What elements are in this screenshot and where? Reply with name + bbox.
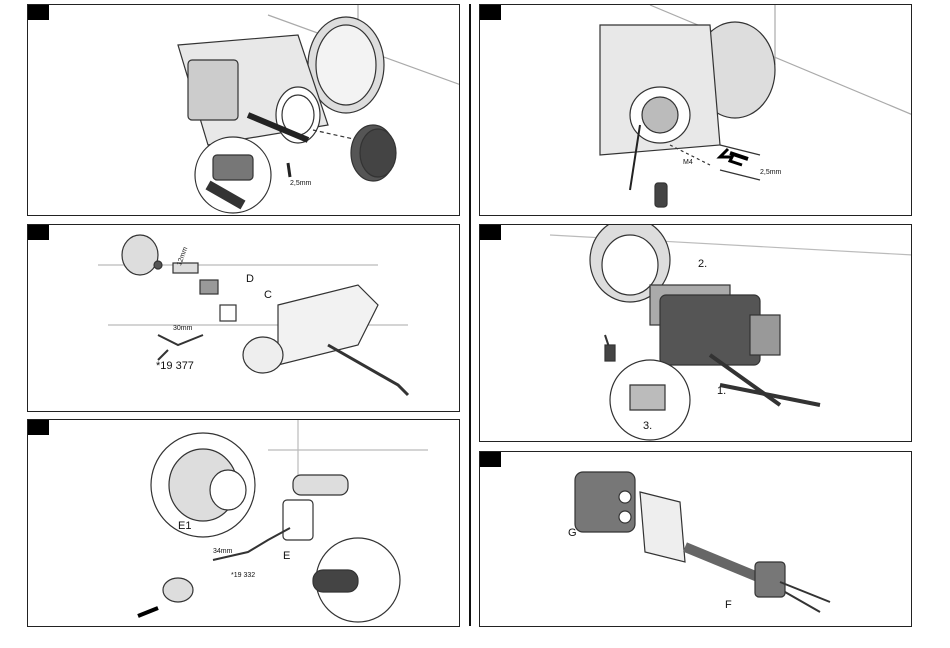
label-part-e: E <box>283 550 290 562</box>
label-tool-number: *19 332 <box>231 572 255 579</box>
illustration-remove-valve <box>28 225 460 412</box>
label-part-e1: E1 <box>178 520 191 532</box>
illustration-disconnect-cable <box>480 225 912 442</box>
panel-step-3: 12mm D C 30mm *19 377 <box>27 224 460 412</box>
center-divider <box>469 4 471 626</box>
label-part-f: F <box>725 599 732 611</box>
label-hex-size: 2,5mm <box>760 169 781 176</box>
panel-step-4: 2. 1. 3. <box>479 224 912 442</box>
label-hex-size: 2,5mm <box>290 180 311 187</box>
label-wrench-size: 34mm <box>213 548 232 555</box>
label-tool-number: *19 377 <box>156 360 194 372</box>
label-screw-size: M4 <box>683 159 693 166</box>
label-part-c: C <box>264 289 272 301</box>
panel-step-2: M4 2,5mm <box>479 4 912 216</box>
illustration-remove-cartridge <box>28 420 460 627</box>
panel-step-6: G F <box>479 451 912 627</box>
illustration-remove-cap <box>28 5 460 216</box>
label-part-d: D <box>246 273 254 285</box>
label-step-2: 2. <box>698 258 707 270</box>
label-step-3: 3. <box>643 420 652 432</box>
illustration-unscrew-sensor <box>480 5 912 216</box>
label-step-1: 1. <box>717 385 726 397</box>
label-part-g: G <box>568 527 577 539</box>
label-wrench-size: 30mm <box>173 325 192 332</box>
illustration-separate-parts <box>480 452 912 627</box>
panel-step-1: 2,5mm <box>27 4 460 216</box>
panel-step-5: E1 E 34mm *19 332 <box>27 419 460 627</box>
